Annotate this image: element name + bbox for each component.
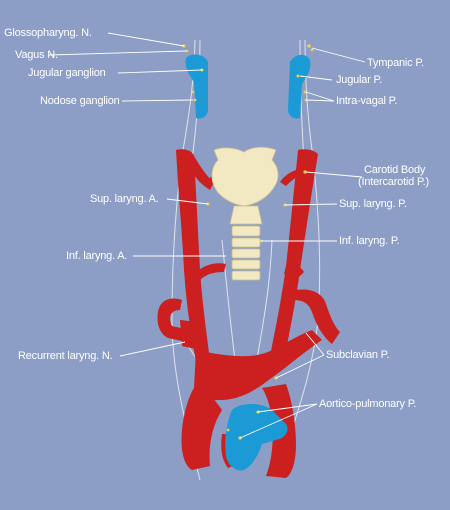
leader-sup-laryngeal-artery xyxy=(166,198,209,205)
right-inf-laryngeal-artery xyxy=(284,264,304,278)
leader-subclavian-a xyxy=(305,332,325,356)
thyroid-cartilage xyxy=(211,146,279,207)
label-intravagal-p: Intra-vagal P. xyxy=(336,95,398,107)
leader-recurrent-laryngeal xyxy=(119,341,186,357)
larynx xyxy=(211,146,279,281)
leader-jugular-p xyxy=(299,75,333,81)
leader-aortico-pulmonary-b xyxy=(239,403,318,439)
tracheal-ring-1 xyxy=(231,225,261,237)
right-sup-laryngeal-artery xyxy=(280,170,300,186)
leader-intravagal-b xyxy=(305,99,335,102)
left-inf-laryngeal-artery xyxy=(196,263,226,280)
right-inf-laryngeal-nerve xyxy=(254,239,273,371)
right-jugular-bulb xyxy=(288,54,311,119)
label-inf-laryngeal-artery: Inf. laryng. A. xyxy=(66,250,128,262)
pulmonary-trunk xyxy=(225,404,288,471)
arteries xyxy=(157,149,340,478)
leader-lines xyxy=(48,32,366,439)
tracheal-ring-5 xyxy=(231,270,261,281)
tracheal-ring-3 xyxy=(231,248,261,259)
leader-subclavian-b xyxy=(275,354,325,379)
leader-vagus xyxy=(48,50,187,56)
label-nodose-ganglion: Nodose ganglion xyxy=(40,95,120,107)
label-sup-laryngeal-p: Sup. laryng. P. xyxy=(339,198,407,210)
leader-aortico-pulmonary-a xyxy=(257,403,318,413)
label-intercarotid-p: (Intercarotid P.) xyxy=(358,176,429,188)
right-carotid-artery xyxy=(270,149,318,360)
leader-intravagal-a xyxy=(305,91,335,102)
label-tympanic-p: Tympanic P. xyxy=(367,57,424,69)
label-sup-laryngeal-artery: Sup. laryng. A. xyxy=(90,193,159,205)
label-jugular-ganglion: Jugular ganglion xyxy=(28,67,106,79)
label-jugular-p: Jugular P. xyxy=(336,74,383,86)
label-glossopharyngeal-nerve: Glossopharyng. N. xyxy=(4,27,92,39)
leader-sup-laryngeal-p xyxy=(284,203,338,206)
left-vagus-nerve xyxy=(171,39,201,481)
leader-jugular-ganglion xyxy=(117,69,203,74)
label-inf-laryngeal-p: Inf. laryng. P. xyxy=(339,235,400,247)
label-vagus-nerve: Vagus N. xyxy=(15,49,58,61)
right-vagus-nerve xyxy=(279,39,321,471)
leader-tympanic xyxy=(311,47,366,63)
cricoid-cartilage xyxy=(229,205,263,225)
left-vertebral-segment xyxy=(180,320,200,350)
left-aortic-descent xyxy=(181,380,222,470)
label-recurrent-laryngeal-nerve: Recurrent laryng. N. xyxy=(18,350,113,362)
leader-carotid-body xyxy=(305,171,363,178)
tracheal-ring-4 xyxy=(231,259,261,270)
label-aortico-pulmonary-p: Aortico-pulmonary P. xyxy=(319,398,417,410)
label-carotid-body: Carotid Body xyxy=(364,164,426,176)
leader-glossopharyngeal xyxy=(107,32,185,47)
leader-nodose-ganglion xyxy=(121,99,194,102)
label-subclavian-p: Subclavian P. xyxy=(326,349,390,361)
tracheal-ring-2 xyxy=(231,237,261,248)
right-subclavian-artery xyxy=(292,289,340,344)
aortic-arch xyxy=(194,330,322,400)
left-inf-laryngeal-nerve xyxy=(221,239,236,361)
